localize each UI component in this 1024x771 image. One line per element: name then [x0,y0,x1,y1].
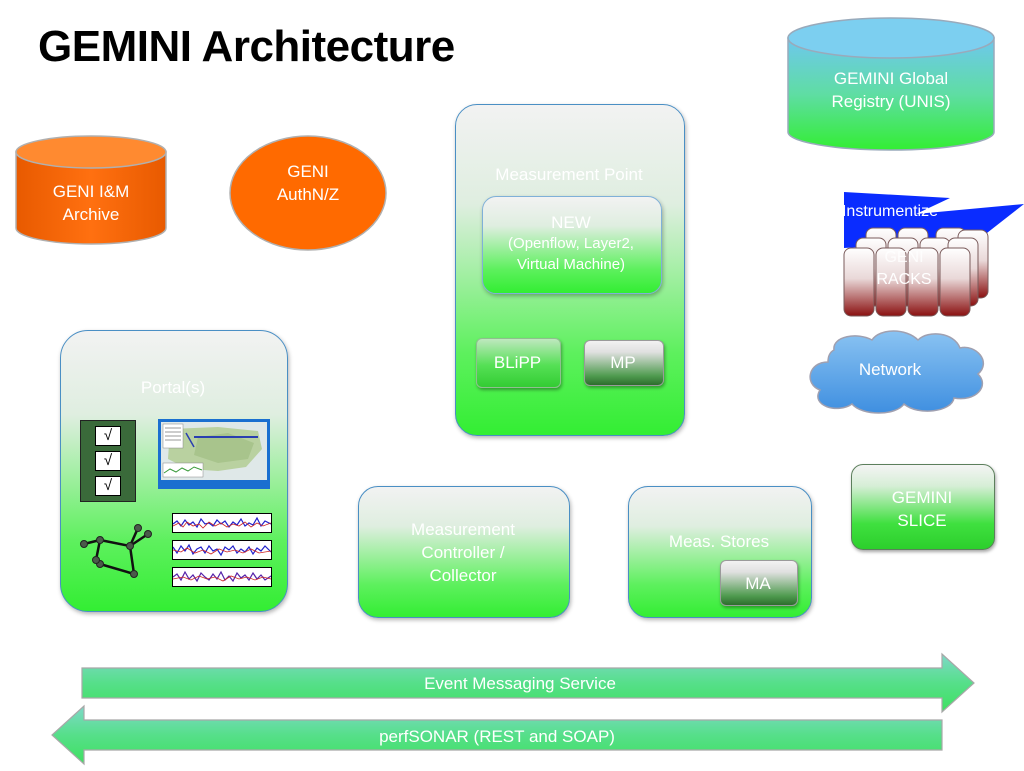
ma-box [720,560,798,606]
new-title: NEW [551,213,591,232]
mp-label: MP [610,353,636,372]
portal-map-screenshot [158,419,270,489]
gemini-slice-line1: GEMINI [891,488,953,507]
mp-box [584,340,664,386]
global-registry-line1: GEMINI Global [833,69,949,88]
geni-authnz-line2: AuthN/Z [276,185,340,204]
network-cloud: Network [800,326,992,414]
waveform-chart-2 [172,540,272,560]
measurement-controller-line1: Measurement [411,520,515,539]
global-registry-line2: Registry (UNIS) [831,92,951,111]
geni-racks-line1: GENI [884,249,924,266]
perfsonar-label: perfSONAR (REST and SOAP) [379,727,615,746]
cloud-shape [809,330,985,414]
cylinder-shape [787,17,995,151]
ma-label: MA [745,574,771,593]
cylinder-shape [15,135,167,245]
map-image [158,419,270,489]
portal-label: Portal(s) [140,378,206,397]
instrumentize-label: Instrumentize [841,203,939,220]
checklist-panel: √ √ √ [80,420,136,502]
perfsonar-arrow: perfSONAR (REST and SOAP) [50,704,944,766]
geni-authnz-ellipse: GENI AuthN/Z [228,134,388,252]
geni-im-archive-line2: Archive [62,205,120,224]
measurement-controller-box [358,486,570,618]
topology-graph-icon [78,524,158,580]
graph-drawing [80,524,152,578]
geni-im-archive-cylinder: GENI I&M Archive [14,134,168,246]
checkbox-1-mark: √ [103,427,113,444]
geni-authnz-line1: GENI [287,162,329,181]
gemini-slice-line2: SLICE [897,511,947,530]
waveform-1 [172,516,272,529]
checkbox-2-mark: √ [103,452,113,469]
checkbox-3: √ [95,476,121,496]
new-box [482,196,662,294]
instrumentize-racks-graphic [843,192,1024,317]
meas-stores-label: Meas. Stores [668,532,770,551]
geni-im-archive-line1: GENI I&M [52,182,130,201]
checkbox-2: √ [95,451,121,471]
event-messaging-label: Event Messaging Service [424,674,616,693]
right-arrow-shape [81,652,975,714]
global-registry-cylinder: GEMINI Global Registry (UNIS) [786,14,996,152]
slide-title: GEMINI Architecture [38,22,455,71]
measurement-point-label: Measurement Point [495,165,643,184]
checkbox-3-mark: √ [103,477,113,494]
network-label: Network [858,360,922,379]
new-line3: Virtual Machine) [516,256,626,273]
left-arrow-shape [51,704,943,766]
measurement-controller-line3: Collector [429,566,497,585]
blipp-box [476,338,561,388]
checkbox-1: √ [95,426,121,446]
blipp-label: BLiPP [493,353,542,372]
gemini-slice-box [851,464,995,550]
waveform-3 [172,570,272,583]
new-line2: (Openflow, Layer2, [508,235,634,252]
waveform-chart-1 [172,513,272,533]
waveform-chart-3 [172,567,272,587]
geni-racks-line2: RACKS [876,271,932,288]
ellipse-shape [229,135,387,251]
measurement-controller-line2: Controller / [421,543,505,562]
event-messaging-arrow: Event Messaging Service [80,652,976,714]
waveform-2 [172,543,272,557]
instrumentize-racks-group: Instrumentize GENI RACKS [836,190,1024,320]
